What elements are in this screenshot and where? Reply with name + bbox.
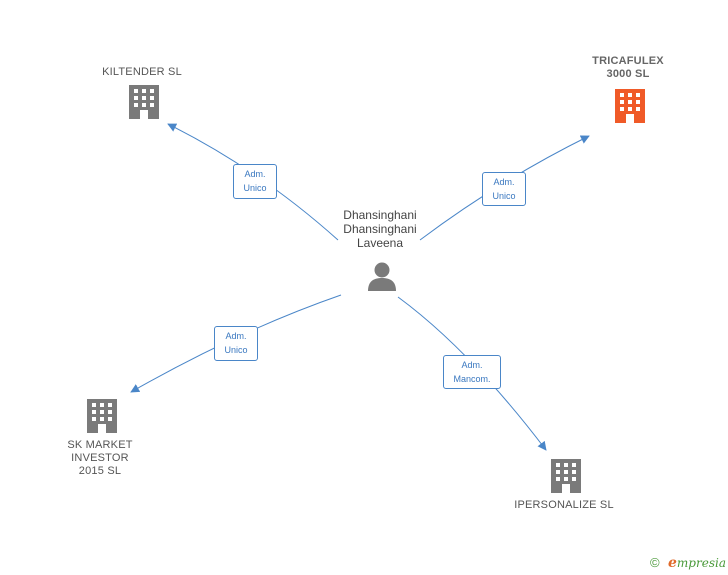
role-badge-line: Adm. [225,331,247,341]
company-name-line: SK MARKET [67,439,133,451]
person-name-line: Laveena [356,236,404,250]
role-badge-line: Mancom. [453,374,491,384]
role-badge-tricafulex: Adm. Unico [482,172,526,206]
role-badge-skmarket: Adm. Unico [214,326,258,361]
company-name-line: TRICAFULEX [592,55,664,67]
company-label-skmarket[interactable]: SK MARKET INVESTOR 2015 SL [40,439,160,478]
brand-rest: mpresia [676,556,726,570]
building-icon[interactable] [128,85,160,119]
person-name[interactable]: Dhansinghani Dhansinghani Laveena [320,208,440,250]
company-label-ipersonalize[interactable]: IPERSONALIZE SL [499,499,629,512]
company-label-kiltender[interactable]: KILTENDER SL [82,66,202,79]
copyright-icon: © [650,555,660,570]
building-icon[interactable] [614,89,646,123]
company-name: IPERSONALIZE SL [514,499,614,511]
company-name: KILTENDER SL [102,66,182,78]
company-label-tricafulex[interactable]: TRICAFULEX 3000 SL [568,55,688,81]
role-badge-line: Unico [243,183,267,193]
person-name-line: Dhansinghani [343,208,417,222]
brand-initial: e [668,555,677,571]
company-name-line: 2015 SL [78,465,122,477]
role-badge-line: Adm. [244,169,266,179]
role-badge-line: Unico [492,191,516,201]
building-icon[interactable] [86,399,118,433]
company-name-line: INVESTOR [71,452,129,464]
person-name-line: Dhansinghani [343,222,417,236]
role-badge-line: Unico [224,345,248,355]
person-icon[interactable] [366,261,398,291]
empresia-logo[interactable]: empresia [668,555,726,571]
role-badge-kiltender: Adm. Unico [233,164,277,199]
building-icon[interactable] [550,459,582,493]
role-badge-line: Adm. [493,177,515,187]
role-badge-ipersonalize: Adm. Mancom. [443,355,501,389]
company-name-line: 3000 SL [606,68,650,80]
role-badge-line: Adm. [461,360,483,370]
